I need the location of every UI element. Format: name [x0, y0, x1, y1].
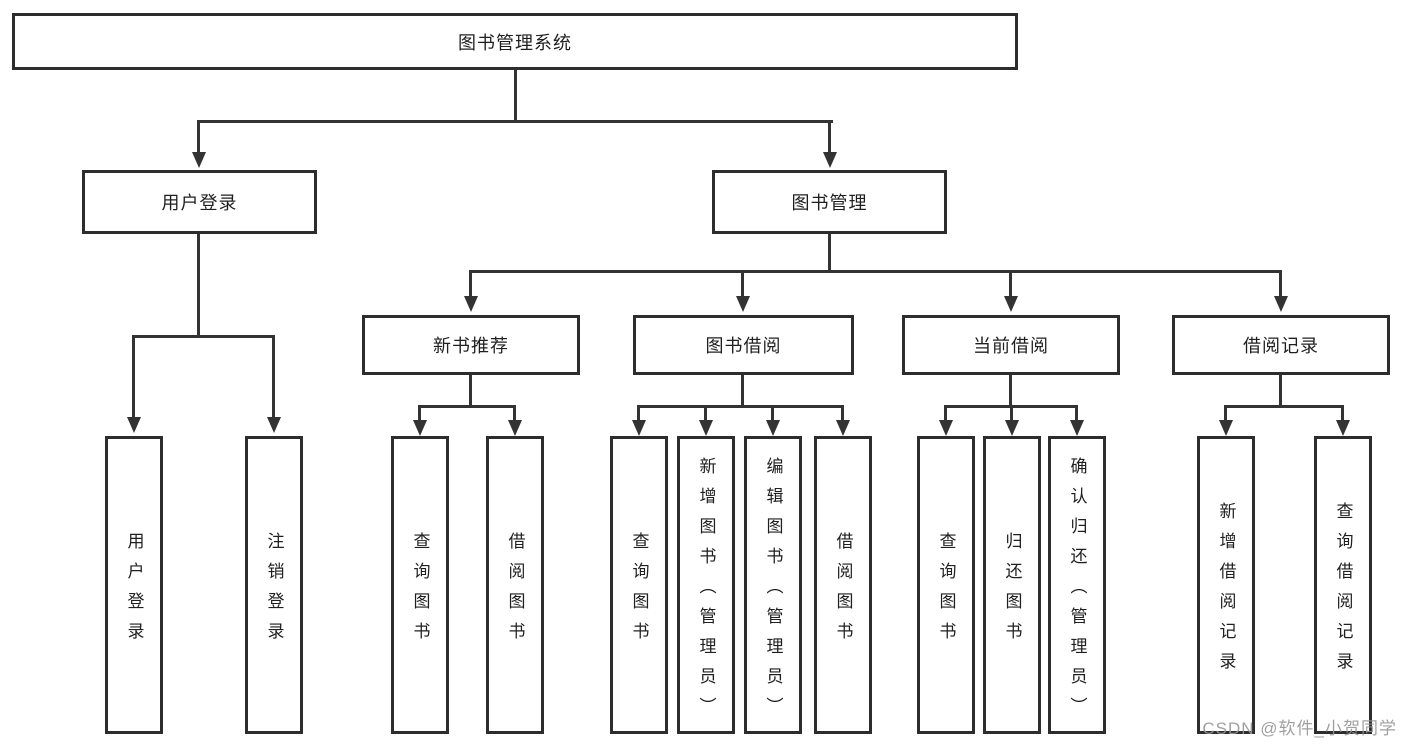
- connector-line: [1279, 270, 1282, 298]
- node-leaf-query-books-borrowing: 查询图书: [610, 436, 668, 734]
- connector-line: [828, 120, 831, 153]
- node-leaf-add-borrow-record: 新增借阅记录: [1197, 436, 1255, 734]
- connector-line: [828, 234, 831, 273]
- arrow-down-icon: [1005, 420, 1019, 436]
- connector-line: [469, 270, 472, 298]
- connector-line: [469, 270, 1282, 273]
- connector-line: [469, 375, 472, 407]
- arrow-down-icon: [939, 420, 953, 436]
- node-leaf-query-borrow-record: 查询借阅记录: [1314, 436, 1372, 734]
- node-label: 查询图书: [936, 531, 956, 652]
- node-leaf-edit-book-admin: 编辑图书（管理员）: [744, 436, 802, 734]
- node-label: 新增图书（管理员）: [696, 456, 716, 727]
- connector-line: [132, 335, 275, 338]
- node-book-borrowing: 图书借阅: [633, 315, 854, 375]
- arrow-down-icon: [736, 296, 750, 312]
- node-leaf-borrow-books-borrowing: 借阅图书: [814, 436, 872, 734]
- connector-line: [637, 405, 844, 408]
- connector-line: [1224, 405, 1344, 408]
- connector-line: [1010, 405, 1013, 422]
- arrow-down-icon: [1274, 296, 1288, 312]
- node-label: 借阅记录: [1243, 336, 1319, 356]
- arrow-down-icon: [836, 420, 850, 436]
- node-leaf-user-login: 用户登录: [105, 436, 163, 734]
- node-new-book-recommend: 新书推荐: [362, 315, 580, 375]
- connector-line: [272, 335, 275, 419]
- node-label: 编辑图书（管理员）: [763, 456, 783, 727]
- arrow-down-icon: [1336, 420, 1350, 436]
- node-leaf-logout: 注销登录: [245, 436, 303, 734]
- connector-line: [771, 405, 774, 422]
- connector-line: [1009, 375, 1012, 407]
- node-label: 归还图书: [1002, 531, 1022, 652]
- arrow-down-icon: [823, 152, 837, 168]
- node-current-borrowing: 当前借阅: [902, 315, 1120, 375]
- connector-line: [514, 70, 517, 123]
- connector-line: [197, 120, 833, 123]
- arrow-down-icon: [699, 420, 713, 436]
- node-leaf-borrow-books-recommend: 借阅图书: [486, 436, 544, 734]
- node-leaf-query-books-current: 查询图书: [917, 436, 975, 734]
- node-label: 借阅图书: [833, 531, 853, 652]
- node-borrowing-records: 借阅记录: [1172, 315, 1390, 375]
- node-label: 图书管理系统: [458, 32, 572, 53]
- connector-line: [197, 120, 200, 153]
- connector-line: [944, 405, 947, 422]
- node-user-login: 用户登录: [82, 170, 317, 234]
- connector-line: [418, 405, 421, 422]
- connector-line: [1279, 375, 1282, 407]
- arrow-down-icon: [766, 420, 780, 436]
- connector-line: [1075, 405, 1078, 422]
- arrow-down-icon: [632, 420, 646, 436]
- arrow-down-icon: [464, 296, 478, 312]
- csdn-watermark: CSDN @软件_小贺同学: [1202, 719, 1397, 738]
- connector-line: [1224, 405, 1227, 422]
- node-label: 借阅图书: [505, 531, 525, 652]
- node-label: 当前借阅: [973, 336, 1049, 356]
- connector-line: [197, 234, 200, 337]
- arrow-down-icon: [508, 420, 522, 436]
- node-leaf-query-books-recommend: 查询图书: [391, 436, 449, 734]
- arrow-down-icon: [413, 420, 427, 436]
- connector-line: [841, 405, 844, 422]
- node-label: 注销登录: [264, 531, 284, 652]
- node-label: 查询图书: [410, 531, 430, 652]
- connector-line: [741, 270, 744, 298]
- connector-line: [513, 405, 516, 422]
- arrow-down-icon: [1004, 296, 1018, 312]
- node-label: 确认归还（管理员）: [1067, 456, 1087, 727]
- node-leaf-return-book: 归还图书: [983, 436, 1041, 734]
- node-label: 查询图书: [629, 531, 649, 652]
- node-leaf-add-book-admin: 新增图书（管理员）: [677, 436, 735, 734]
- arrow-down-icon: [127, 417, 141, 433]
- node-book-management: 图书管理: [712, 170, 947, 234]
- arrow-down-icon: [1070, 420, 1084, 436]
- node-label: 查询借阅记录: [1333, 501, 1353, 682]
- node-label: 新书推荐: [433, 336, 509, 356]
- connector-line: [1341, 405, 1344, 422]
- arrow-down-icon: [267, 417, 281, 433]
- connector-line: [741, 375, 744, 407]
- connector-line: [132, 335, 135, 419]
- node-label: 图书借阅: [705, 336, 782, 356]
- connector-line: [704, 405, 707, 422]
- connector-line: [418, 405, 516, 408]
- node-label: 图书管理: [791, 193, 868, 213]
- node-book-management-system: 图书管理系统: [12, 13, 1018, 70]
- node-label: 用户登录: [124, 531, 144, 652]
- connector-line: [1009, 270, 1012, 298]
- node-label: 用户登录: [161, 193, 238, 213]
- arrow-down-icon: [1219, 420, 1233, 436]
- arrow-down-icon: [192, 152, 206, 168]
- node-label: 新增借阅记录: [1216, 501, 1236, 682]
- node-leaf-confirm-return-admin: 确认归还（管理员）: [1048, 436, 1106, 734]
- connector-line: [637, 405, 640, 422]
